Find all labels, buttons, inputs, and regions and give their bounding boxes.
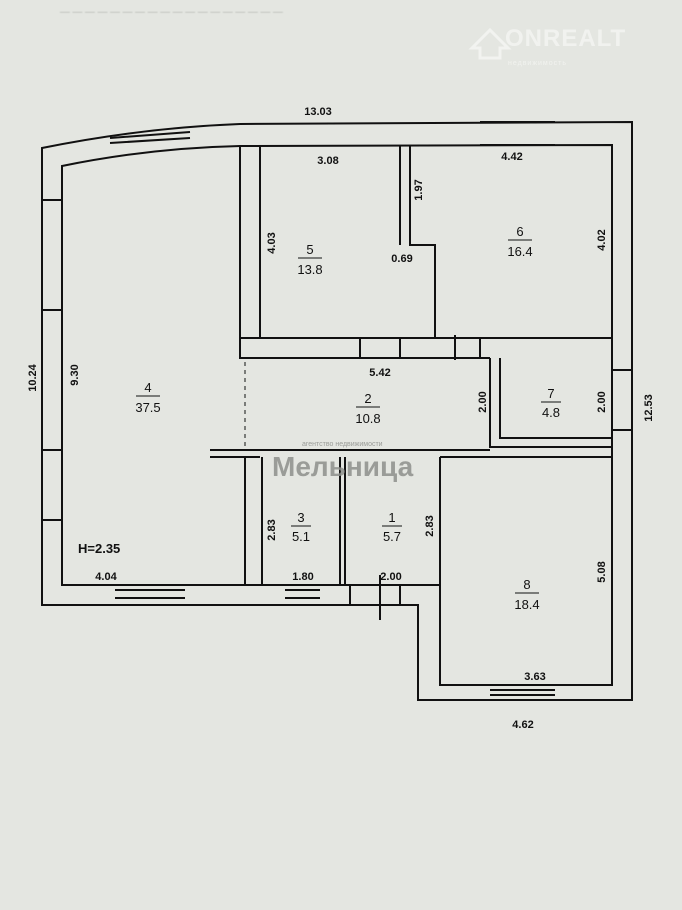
dim-room5-width: 3.08 [317,155,338,167]
outer-wall [41,120,633,701]
dim-hall-width: 5.42 [369,367,390,379]
dim-room1-height: 2.83 [424,515,436,536]
dim-room5-notch-w: 0.69 [391,253,412,265]
onrealt-logo-text: ONREALT [505,25,627,52]
dim-room4-bottom: 4.04 [95,571,117,583]
dim-left-outer: 10.24 [27,363,39,391]
dim-room8-height: 5.08 [596,561,608,582]
dim-room5-notch-h: 1.97 [413,179,425,200]
room-2-number: 2 [364,391,371,406]
melnitsa-logo-subtitle: агентство недвижимости [302,441,383,448]
dim-room6-height: 4.02 [596,229,608,250]
dim-room6-width: 4.42 [501,151,522,163]
room-6-number: 6 [516,224,523,239]
house-icon [468,27,512,60]
dim-room8-inner-width: 3.63 [524,671,545,683]
room-6-walls [240,337,612,359]
dim-room3-height: 2.83 [266,519,278,540]
dim-right-outer: 12.53 [643,394,655,422]
room-3-number: 3 [297,510,304,525]
dim-room3-bottom: 1.80 [292,571,313,583]
room-2-area: 10.8 [355,411,380,426]
onrealt-logo-subtitle: недвижимость [508,60,567,67]
room-1-number: 1 [388,510,395,525]
room-1-area: 5.7 [383,529,401,544]
doors [349,335,481,620]
room-7-area: 4.8 [542,405,560,420]
room-8-number: 8 [523,577,530,592]
room-5-area: 13.8 [297,262,322,277]
dim-left-inner: 9.30 [69,364,81,385]
dim-room1-bottom: 2.00 [380,571,401,583]
room-7-number: 7 [547,386,554,401]
room-4-number: 4 [144,380,151,395]
rooms-1-3-walls [210,449,490,600]
dim-room5-height: 4.03 [266,232,278,253]
room-7-walls [440,358,612,458]
dim-room8-outer-width: 4.62 [512,719,533,731]
room-3-area: 5.1 [292,529,310,544]
room-8-area: 18.4 [514,597,539,612]
background-print-text: — — — — — — — — — — — — — — — — — — [60,6,283,18]
dim-hall-height: 2.00 [477,391,489,412]
room-4-area: 37.5 [135,400,160,415]
windows [42,121,632,696]
melnitsa-logo-text: Мельница [272,451,414,482]
ceiling-height: H=2.35 [78,541,120,556]
room-6-area: 16.4 [507,244,532,259]
room-5-number: 5 [306,242,313,257]
inner-wall-line [61,143,613,686]
dim-top-overall: 13.03 [304,106,332,118]
dim-room7-height: 2.00 [596,391,608,412]
